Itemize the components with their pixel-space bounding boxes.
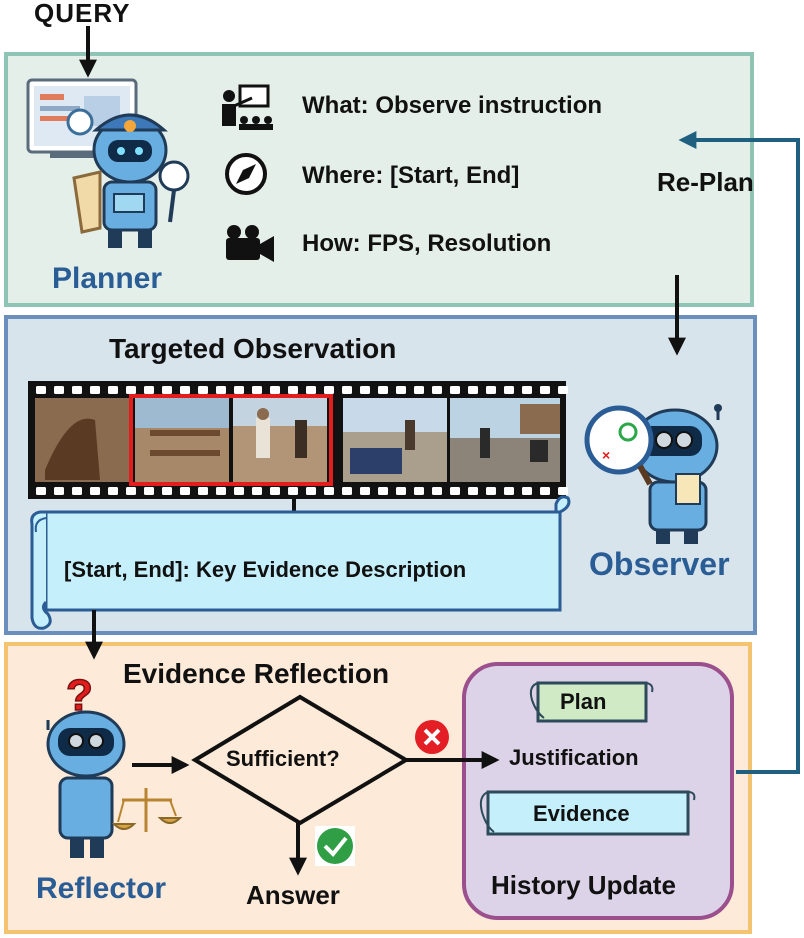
planner-where-text: Where: [Start, End] <box>302 162 520 189</box>
sprocket-hole <box>252 487 262 495</box>
decision-text: Sufficient? <box>226 746 340 771</box>
sprocket-hole <box>72 386 82 394</box>
sprocket-hole <box>486 487 496 495</box>
sprocket-hole <box>414 386 424 394</box>
scroll-evidence-text: [Start, End]: Key Evidence Description <box>64 557 467 582</box>
sprocket-hole <box>126 386 136 394</box>
sprocket-hole <box>324 386 334 394</box>
sprocket-hole <box>198 487 208 495</box>
sprocket-hole <box>450 386 460 394</box>
selected-frames-highlight <box>129 394 333 486</box>
sprocket-hole <box>486 386 496 394</box>
video-camera-icon <box>226 225 274 262</box>
justification-label: Justification <box>509 745 639 770</box>
sprocket-hole <box>270 487 280 495</box>
reflection-title: Evidence Reflection <box>123 658 390 689</box>
sprocket-hole <box>180 386 190 394</box>
sprocket-hole <box>180 487 190 495</box>
planner-label: Planner <box>52 262 163 295</box>
sprocket-hole <box>162 386 172 394</box>
sprocket-hole <box>54 487 64 495</box>
svg-text:×: × <box>602 447 610 463</box>
sprocket-hole <box>558 386 568 394</box>
sprocket-hole <box>234 386 244 394</box>
sprocket-hole <box>396 386 406 394</box>
sprocket-hole <box>468 487 478 495</box>
sprocket-hole <box>540 386 550 394</box>
sprocket-hole <box>36 487 46 495</box>
sprocket-hole <box>162 487 172 495</box>
answer-label: Answer <box>246 880 340 910</box>
sprocket-hole <box>396 487 406 495</box>
sprocket-hole <box>432 487 442 495</box>
sprocket-hole <box>342 487 352 495</box>
sprocket-hole <box>126 487 136 495</box>
sprocket-hole <box>522 487 532 495</box>
observer-label: Observer <box>589 546 730 582</box>
sprocket-hole <box>342 386 352 394</box>
teacher-board-icon <box>222 84 273 130</box>
planner-how-text: How: FPS, Resolution <box>302 230 552 257</box>
replan-label: Re-Plan <box>657 167 754 197</box>
sprocket-hole <box>378 386 388 394</box>
planner-what-text: What: Observe instruction <box>302 92 603 119</box>
sprocket-hole <box>504 487 514 495</box>
sprocket-hole <box>36 386 46 394</box>
sprocket-hole <box>288 386 298 394</box>
sprocket-hole <box>216 487 226 495</box>
sprocket-hole <box>90 386 100 394</box>
replan-arrow <box>678 131 800 774</box>
evidence-scroll <box>30 495 571 630</box>
sprocket-hole <box>252 386 262 394</box>
sprocket-hole <box>378 487 388 495</box>
insufficient-x-icon <box>415 720 449 754</box>
sprocket-hole <box>144 487 154 495</box>
sprocket-hole <box>540 487 550 495</box>
history-evidence-label: Evidence <box>533 801 630 826</box>
sprocket-hole <box>54 386 64 394</box>
sprocket-hole <box>504 386 514 394</box>
sprocket-hole <box>288 487 298 495</box>
sprocket-hole <box>360 386 370 394</box>
sprocket-hole <box>522 386 532 394</box>
sprocket-hole <box>90 487 100 495</box>
plan-scroll <box>529 681 654 723</box>
sprocket-hole <box>234 487 244 495</box>
sprocket-hole <box>198 386 208 394</box>
observer-robot-illustration: × <box>584 404 722 544</box>
history-update-title: History Update <box>491 870 676 900</box>
sprocket-hole <box>108 386 118 394</box>
reflector-label: Reflector <box>36 872 167 905</box>
sprocket-hole <box>306 487 316 495</box>
observation-title: Targeted Observation <box>109 333 397 364</box>
sprocket-hole <box>558 487 568 495</box>
sufficient-check-icon <box>315 826 355 866</box>
reflector-robot-illustration: ? <box>46 670 183 858</box>
sprocket-hole <box>72 487 82 495</box>
sprocket-hole <box>270 386 280 394</box>
sprocket-hole <box>324 487 334 495</box>
film-strip <box>28 381 568 499</box>
sprocket-hole <box>216 386 226 394</box>
planner-robot-illustration <box>26 78 190 248</box>
sprocket-hole <box>108 487 118 495</box>
sprocket-hole <box>468 386 478 394</box>
history-evidence-scroll <box>479 790 696 836</box>
plan-label: Plan <box>560 689 607 714</box>
sprocket-hole <box>306 386 316 394</box>
sprocket-hole <box>432 386 442 394</box>
sprocket-hole <box>360 487 370 495</box>
query-label: QUERY <box>34 0 131 28</box>
sprocket-hole <box>144 386 154 394</box>
sprocket-hole <box>450 487 460 495</box>
sprocket-hole <box>414 487 424 495</box>
compass-icon <box>225 153 267 195</box>
